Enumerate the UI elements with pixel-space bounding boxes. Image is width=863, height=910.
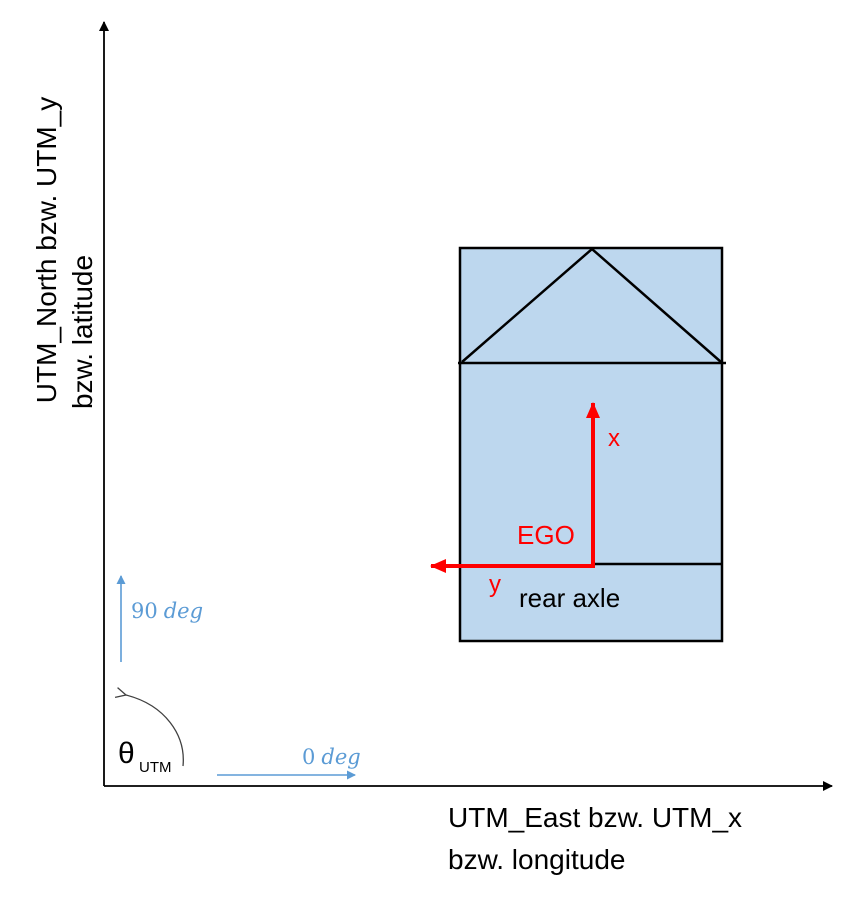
- x-axis-label-line1: UTM_East bzw. UTM_x: [448, 802, 742, 833]
- ego-y-label: y: [489, 571, 501, 598]
- ego-label: EGO: [517, 520, 575, 550]
- front-triangle: [461, 247, 722, 363]
- theta-symbol: θ: [118, 737, 135, 770]
- y-axis-label-line2: bzw. latitude: [67, 255, 98, 409]
- x-axis-label-line2: bzw. longitude: [448, 844, 625, 875]
- y-axis-label-line1: UTM_North bzw. UTM_y: [31, 97, 62, 404]
- theta-arc: [126, 695, 184, 767]
- theta-subscript: UTM: [139, 759, 172, 776]
- ego-x-label: x: [608, 425, 620, 452]
- rear-axle-label: rear axle: [519, 583, 620, 613]
